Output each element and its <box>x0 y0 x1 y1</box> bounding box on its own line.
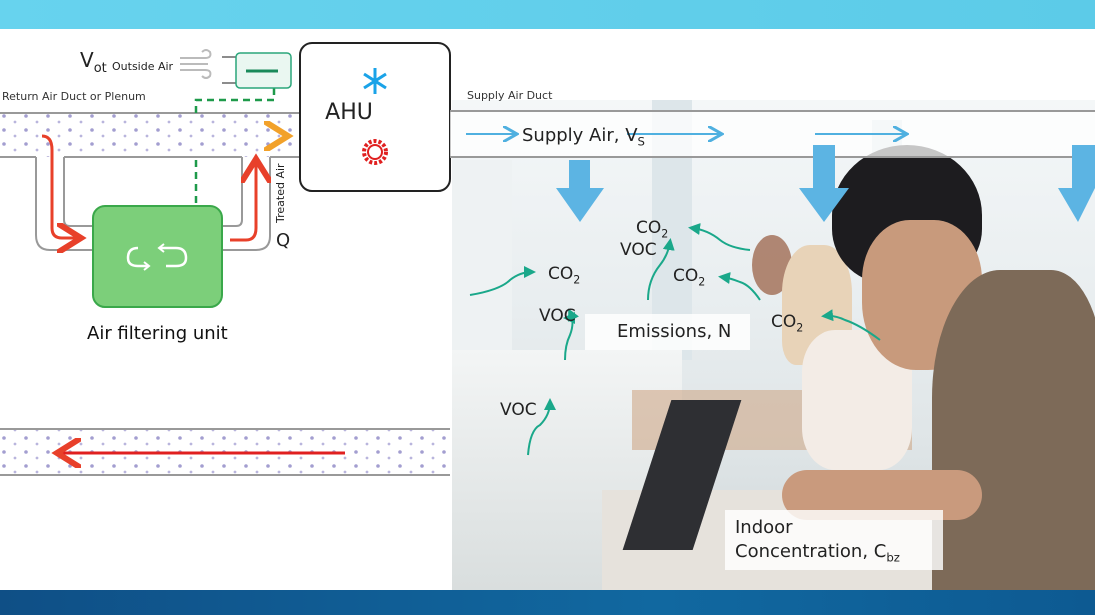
emissions-label: Emissions, N <box>585 314 750 350</box>
co2-label: CO2 <box>771 312 804 335</box>
co2-label: CO2 <box>673 266 706 289</box>
wind-icon <box>180 49 212 79</box>
snowflake-icon <box>363 68 387 94</box>
supply-air-label: Supply Air, VS <box>522 125 645 149</box>
return-duct-label: Return Air Duct or Plenum <box>2 90 146 103</box>
q-label: Q <box>276 230 291 251</box>
voc-label: VOC <box>539 306 576 326</box>
top-banner <box>0 0 1095 29</box>
ahu-box <box>299 42 451 192</box>
outside-air-symbol: Vot <box>80 48 107 76</box>
supply-air-duct <box>450 110 1095 158</box>
co2-label: CO2 <box>548 264 581 287</box>
filter-unit-label: Air filtering unit <box>87 323 228 344</box>
voc-label: VOC <box>620 240 657 260</box>
supply-duct-label: Supply Air Duct <box>467 89 553 102</box>
bottom-banner <box>0 590 1095 615</box>
emission-arrows <box>469 223 881 456</box>
heat-icon <box>362 139 388 165</box>
co2-label: CO2 <box>636 218 669 241</box>
outside-air-label: Outside Air <box>112 60 174 73</box>
lower-return-duct <box>0 428 450 476</box>
indoor-label-line2: Concentration, Cbz <box>735 541 900 565</box>
ahu-label: AHU <box>325 100 373 125</box>
treated-air-label: Treated Air <box>274 163 287 223</box>
supply-down-arrows <box>556 145 1095 222</box>
control-line <box>194 88 276 113</box>
return-air-duct <box>0 112 300 250</box>
voc-label: VOC <box>500 400 537 420</box>
air-filtering-unit <box>92 205 223 308</box>
damper-icon <box>222 52 292 89</box>
indoor-concentration-label: Indoor Concentration, Cbz <box>725 510 943 570</box>
office-photo <box>452 100 1095 590</box>
indoor-label-line1: Indoor <box>735 517 793 538</box>
